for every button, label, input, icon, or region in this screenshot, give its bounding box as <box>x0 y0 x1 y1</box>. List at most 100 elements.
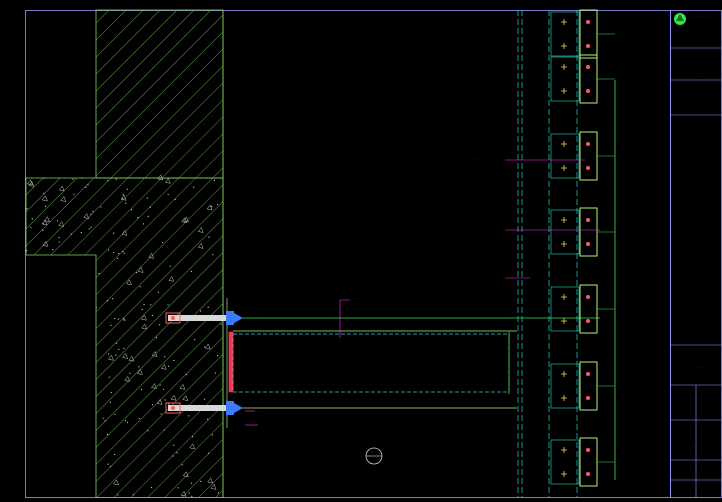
aggregate-dot <box>118 348 120 350</box>
aggregate-dot <box>43 192 45 194</box>
titleblock-row-3: · · <box>676 406 679 410</box>
aggregate-mark <box>141 323 148 330</box>
aggregate-dot <box>181 464 183 466</box>
aggregate-dot <box>115 178 117 180</box>
aggregate-dot <box>200 480 202 482</box>
aggregate-dot <box>124 319 126 321</box>
aggregate-dot <box>30 226 32 229</box>
aggregate-dot <box>149 206 151 208</box>
anchor-bolt-top <box>165 311 243 325</box>
aggregate-dot <box>217 492 220 494</box>
panel-bracket <box>550 284 615 334</box>
section-marker-label: ·· <box>371 450 373 454</box>
aggregate-dot <box>115 354 117 356</box>
aggregate-dot <box>208 236 210 238</box>
aggregate-dot <box>174 198 176 200</box>
aggregate-dot <box>137 217 139 219</box>
aggregate-dot <box>72 178 74 180</box>
aggregate-dot <box>113 232 115 234</box>
aggregate-dot <box>188 415 190 417</box>
aggregate-dot <box>172 455 174 457</box>
aggregate-dot <box>111 298 114 300</box>
aggregate-mark <box>207 477 214 484</box>
aggregate-dot <box>80 231 82 234</box>
aggregate-dot <box>88 228 90 230</box>
aggregate-dot <box>159 384 161 386</box>
aggregate-mark <box>137 266 144 273</box>
annotation-6: · · · · · · · <box>258 423 271 427</box>
aggregate-dot <box>190 270 193 273</box>
aggregate-mark <box>189 443 196 450</box>
aggregate-dot <box>220 323 222 325</box>
aggregate-dot <box>203 398 206 400</box>
steel-tube-section <box>232 333 510 393</box>
annotation-4: · · · · · · · · · · <box>350 296 369 300</box>
aggregate-dot <box>213 179 216 181</box>
aggregate-dot <box>146 197 148 199</box>
aggregate-dot <box>123 347 125 350</box>
aggregate-dot <box>26 250 28 252</box>
aggregate-dot <box>207 306 209 308</box>
aggregate-mark <box>157 174 164 181</box>
aggregate-dot <box>56 220 59 222</box>
aggregate-dot <box>44 205 47 207</box>
aggregate-dot <box>117 494 119 496</box>
panel-bracket <box>550 361 615 411</box>
aggregate-dot <box>122 250 124 253</box>
aggregate-dot <box>138 366 140 368</box>
aggregate-dot <box>90 213 92 215</box>
aggregate-dot <box>42 229 44 231</box>
aggregate-dot <box>147 215 149 217</box>
aggregate-dot <box>138 417 140 420</box>
aggregate-dot <box>52 249 54 251</box>
aggregate-dot <box>188 492 190 494</box>
panel-bracket <box>550 437 615 487</box>
aggregate-dot <box>212 254 214 256</box>
titleblock-sheet: · · <box>706 466 709 470</box>
aggregate-dot <box>117 318 120 320</box>
aggregate-dot <box>167 304 169 306</box>
aggregate-dot <box>158 324 161 326</box>
aggregate-dot <box>150 486 153 489</box>
embed-plate <box>228 331 234 393</box>
aggregate-dot <box>131 209 133 211</box>
aggregate-dot <box>141 308 143 311</box>
aggregate-dot <box>126 188 128 190</box>
aggregate-dot <box>107 180 109 182</box>
aggregate-dot <box>95 306 97 308</box>
aggregate-dot <box>116 257 119 260</box>
titleblock-project-sub: · · · · <box>695 74 702 78</box>
aggregate-mark <box>58 221 65 227</box>
aggregate-mark <box>60 196 67 202</box>
aggregate-dot <box>85 186 87 189</box>
aggregate-mark <box>204 343 211 350</box>
annotation-3: · · · · · · · · · · <box>445 275 464 279</box>
aggregate-dot <box>143 303 145 306</box>
aggregate-mark <box>128 355 135 362</box>
aggregate-dot <box>106 433 109 436</box>
aggregate-dot <box>90 226 92 228</box>
aggregate-dot <box>147 430 149 432</box>
aggregate-mark <box>182 471 189 478</box>
aggregate-dot <box>114 453 116 456</box>
concrete-aggregate-dots <box>26 174 222 497</box>
aggregate-dot <box>168 365 170 367</box>
aggregate-dot <box>114 317 116 320</box>
aggregate-dot <box>162 388 165 390</box>
aggregate-dot <box>160 413 162 415</box>
aggregate-dot <box>123 319 125 321</box>
aggregate-dot <box>168 403 170 405</box>
aggregate-dot <box>177 487 179 489</box>
aggregate-mark <box>126 279 132 286</box>
aggregate-dot <box>176 452 178 454</box>
aggregate-dot <box>217 354 219 357</box>
aggregate-mark <box>206 204 213 211</box>
aggregate-dot <box>164 399 166 401</box>
aggregate-dot <box>124 420 127 422</box>
aggregate-dot <box>100 206 102 208</box>
aggregate-dot <box>211 434 213 436</box>
aggregate-dot <box>106 300 109 302</box>
aggregate-mark <box>108 354 114 361</box>
aggregate-mark <box>179 383 186 390</box>
aggregate-dot <box>87 184 89 186</box>
